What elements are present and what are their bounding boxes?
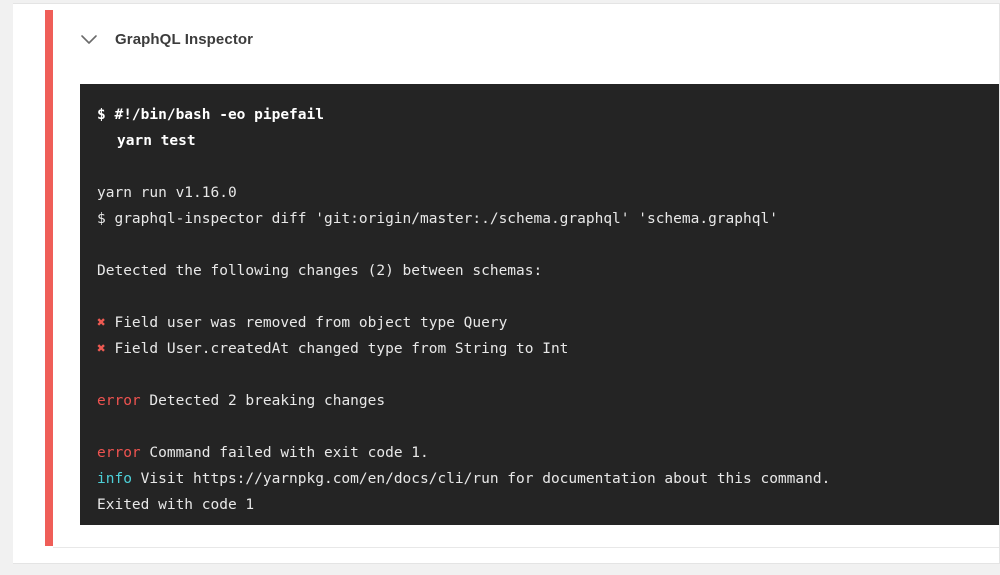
error-label: error xyxy=(97,445,141,461)
footer-divider xyxy=(53,547,999,548)
card-footer xyxy=(53,525,999,563)
job-header[interactable]: GraphQL Inspector xyxy=(53,7,999,71)
job-title: GraphQL Inspector xyxy=(115,30,254,48)
log-text: yarn run v1.16.0 xyxy=(97,185,237,201)
log-line: ✖ Field user was removed from object typ… xyxy=(97,310,999,336)
log-line: error Detected 2 breaking changes xyxy=(97,388,999,414)
error-label: error xyxy=(97,393,141,409)
chevron-down-icon[interactable] xyxy=(75,25,103,53)
log-line xyxy=(97,154,999,180)
terminal-log[interactable]: $ #!/bin/bash -eo pipefail yarn test yarn… xyxy=(80,84,999,525)
log-text: Detected 2 breaking changes xyxy=(140,393,386,409)
log-text: Field user was removed from object type … xyxy=(105,315,508,331)
breaking-change-icon: ✖ xyxy=(97,315,106,331)
log-text: yarn test xyxy=(117,133,196,149)
log-line xyxy=(97,362,999,388)
log-text: Field User.createdAt changed type from S… xyxy=(105,341,569,357)
job-card: GraphQL Inspector $ #!/bin/bash -eo pipe… xyxy=(13,3,1000,564)
log-text: $ graphql-inspector diff 'git:origin/mas… xyxy=(97,211,778,227)
log-line: error Command failed with exit code 1. xyxy=(97,440,999,466)
build-status-rail xyxy=(45,10,53,546)
log-line: info Visit https://yarnpkg.com/en/docs/c… xyxy=(97,466,999,492)
log-line: ✖ Field User.createdAt changed type from… xyxy=(97,336,999,362)
info-label: info xyxy=(97,471,132,487)
log-line xyxy=(97,284,999,310)
log-line xyxy=(97,232,999,258)
log-text: Detected the following changes (2) betwe… xyxy=(97,263,543,279)
log-text: Visit https://yarnpkg.com/en/docs/cli/ru… xyxy=(131,471,831,487)
log-text: Command failed with exit code 1. xyxy=(140,445,429,461)
breaking-change-icon: ✖ xyxy=(97,341,106,357)
log-line xyxy=(97,414,999,440)
log-text: $ #!/bin/bash -eo pipefail xyxy=(97,107,324,123)
log-text: Exited with code 1 xyxy=(97,497,255,513)
